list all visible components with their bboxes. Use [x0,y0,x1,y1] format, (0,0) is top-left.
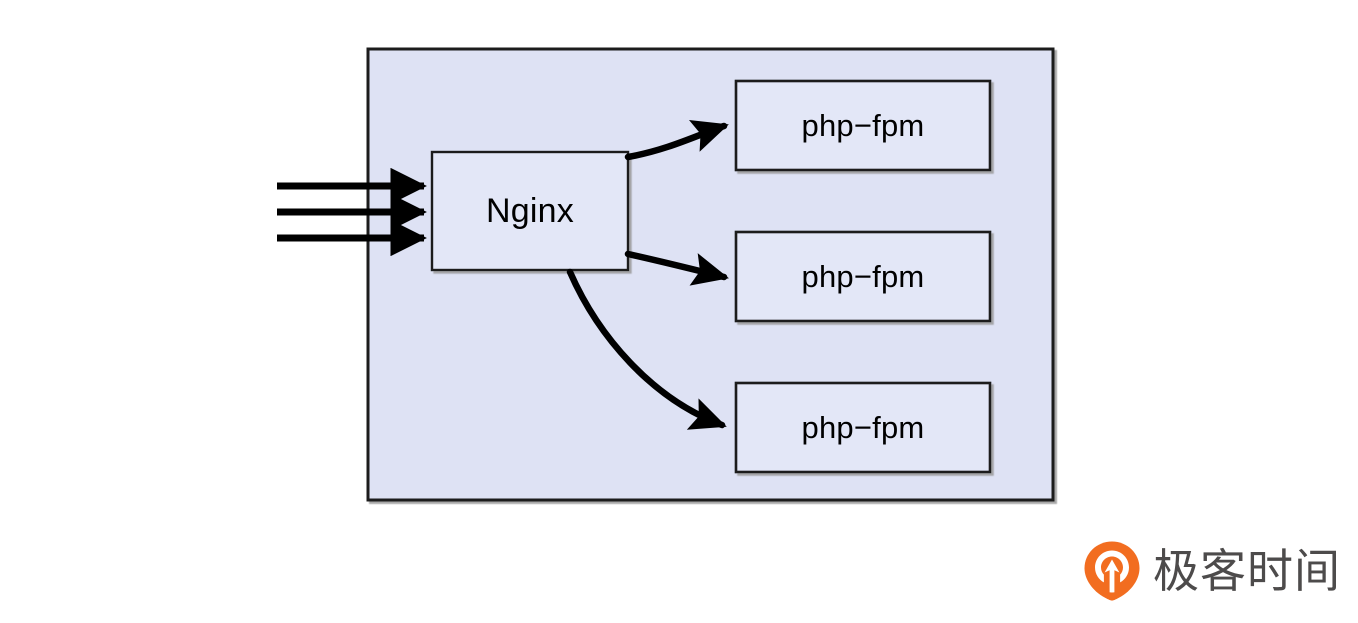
dispatch-edges [566,120,729,430]
watermark-brand-text: 极客时间 [1153,544,1341,598]
inbound-request-arrows [277,167,427,257]
node-php-fpm-2[interactable] [734,230,992,323]
edge-nginx-to-php-fpm-3 [566,268,727,430]
node-nginx[interactable] [430,150,630,272]
geektime-pin-logo-icon [1083,540,1141,602]
node-php-fpm-3[interactable] [734,381,992,474]
edge-nginx-to-php-fpm-2 [624,250,729,286]
node-php-fpm-1[interactable] [734,79,992,172]
watermark: 极客时间 [1083,536,1341,606]
edge-nginx-to-php-fpm-1 [624,120,729,161]
